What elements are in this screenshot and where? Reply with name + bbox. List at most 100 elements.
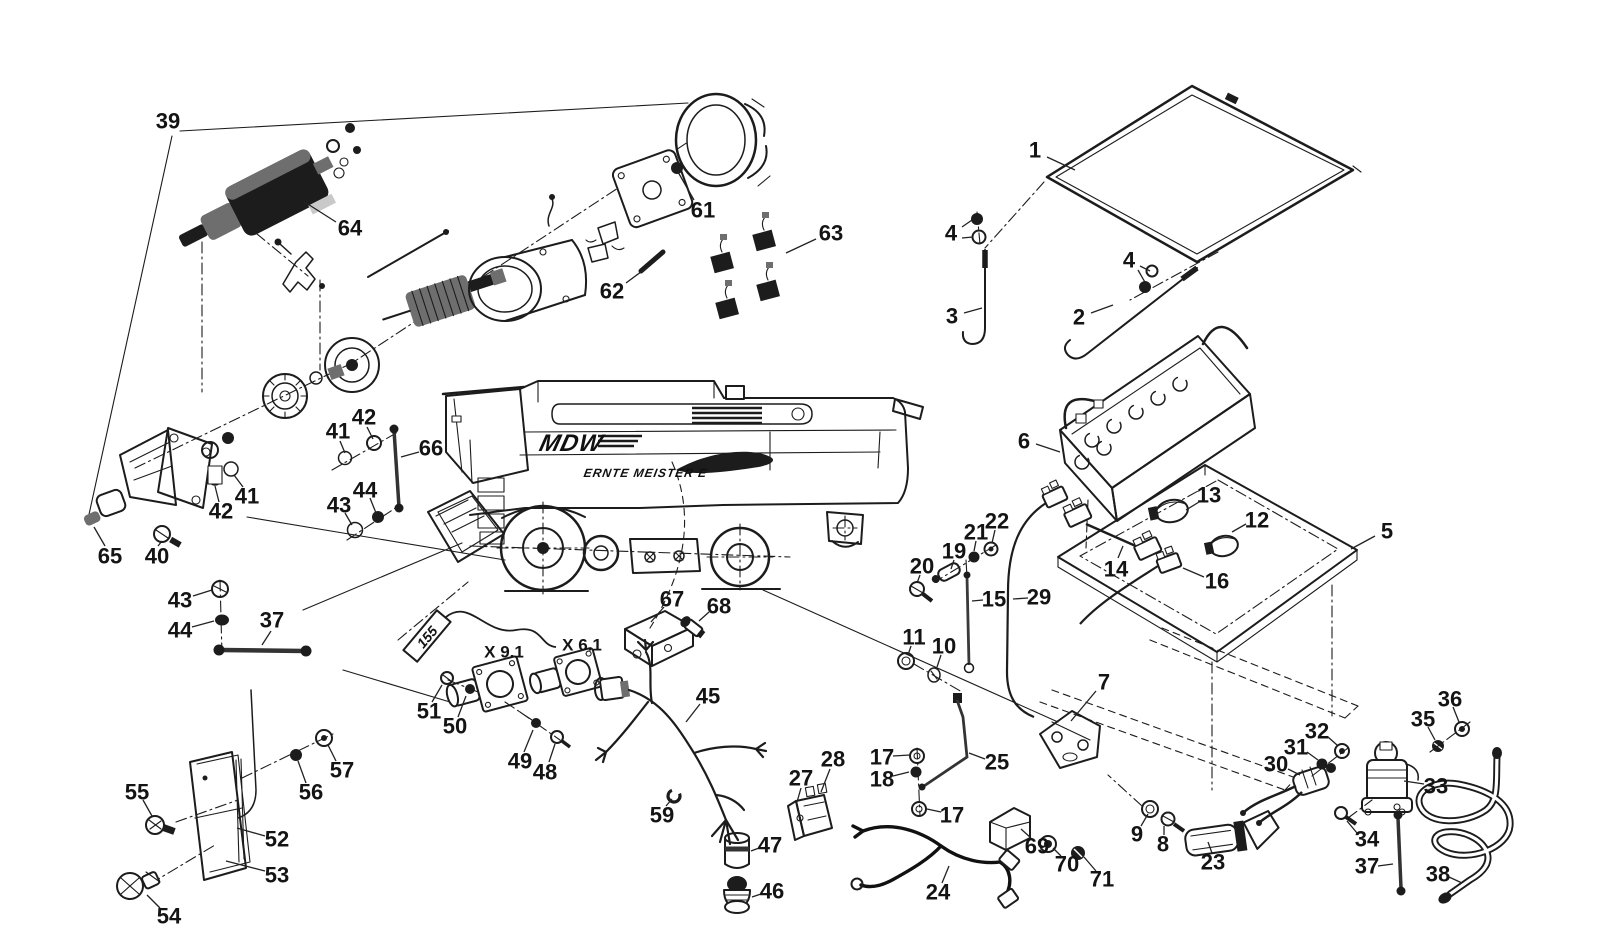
part-label-44: 44 bbox=[353, 478, 378, 503]
part-label-13: 13 bbox=[1197, 483, 1221, 508]
part-label-9: 9 bbox=[1131, 822, 1143, 847]
part-label-43: 43 bbox=[168, 588, 192, 613]
brush-rigging bbox=[587, 221, 619, 263]
leader-line-4 bbox=[961, 219, 973, 228]
part-label-50: 50 bbox=[443, 714, 467, 739]
part-label-22: 22 bbox=[985, 509, 1009, 534]
part-label-41: 41 bbox=[235, 484, 259, 509]
sensor-23 bbox=[1184, 809, 1280, 857]
leader-line-41 bbox=[339, 440, 346, 454]
leader-line-34 bbox=[1346, 820, 1358, 834]
part-label-46: 46 bbox=[760, 879, 784, 904]
part-label-20: 20 bbox=[910, 554, 934, 579]
leader-line-54 bbox=[146, 894, 161, 909]
leader-line-3 bbox=[963, 307, 983, 314]
starter-exploded-view bbox=[83, 92, 780, 548]
panel-group bbox=[116, 689, 336, 900]
leader-line-53 bbox=[225, 860, 266, 872]
leader-line-12 bbox=[1231, 523, 1247, 533]
leader-line-62 bbox=[625, 265, 650, 284]
shift-fork bbox=[282, 251, 316, 293]
bent-rod bbox=[237, 689, 257, 819]
part-label-29: 29 bbox=[1027, 585, 1051, 610]
leader-line-24 bbox=[941, 865, 950, 884]
combine-harvester bbox=[427, 380, 924, 595]
leader-line-18 bbox=[892, 771, 910, 777]
leader-line-57 bbox=[327, 744, 337, 762]
leader-line-14 bbox=[1117, 545, 1124, 559]
leader-line-66 bbox=[400, 451, 420, 458]
part-label-55: 55 bbox=[125, 780, 149, 805]
leader-line-59 bbox=[665, 798, 673, 807]
annotation-x-6.1: X 6.1 bbox=[562, 636, 602, 655]
construction-lines bbox=[87, 102, 1059, 723]
leader-line-16 bbox=[1182, 567, 1205, 578]
rod-25-group bbox=[909, 693, 969, 817]
leader-line-35 bbox=[1427, 726, 1436, 741]
part-label-35: 35 bbox=[1411, 707, 1435, 732]
leader-line-37 bbox=[1377, 863, 1394, 867]
coiled-hose bbox=[1415, 747, 1514, 904]
part-label-39: 39 bbox=[156, 109, 180, 134]
leader-line-1 bbox=[1046, 156, 1076, 171]
part-label-5: 5 bbox=[1381, 519, 1393, 544]
part-label-6: 6 bbox=[1018, 429, 1030, 454]
connector-x61 bbox=[529, 647, 603, 697]
part-label-63: 63 bbox=[819, 221, 843, 246]
leader-line-5 bbox=[1350, 535, 1376, 550]
part-label-8: 8 bbox=[1157, 832, 1169, 857]
part-label-37: 37 bbox=[1355, 854, 1379, 879]
part-label-17: 17 bbox=[870, 745, 894, 770]
sensor-switch-group bbox=[989, 743, 1350, 860]
hose-clamp-12 bbox=[1203, 534, 1239, 558]
sticker-155 bbox=[402, 609, 452, 663]
part-label-23: 23 bbox=[1201, 850, 1225, 875]
leader-line-37 bbox=[261, 630, 272, 646]
armature bbox=[382, 268, 507, 327]
through-bolt bbox=[367, 230, 449, 278]
rod-37-left bbox=[211, 579, 312, 657]
part-label-12: 12 bbox=[1245, 508, 1269, 533]
pump-group bbox=[1334, 721, 1514, 904]
leader-line-42 bbox=[214, 485, 220, 503]
part-label-57: 57 bbox=[330, 758, 354, 783]
part-label-43: 43 bbox=[327, 493, 351, 518]
cable-24 bbox=[850, 824, 1021, 909]
leader-line-67 bbox=[650, 606, 665, 623]
part-label-65: 65 bbox=[98, 544, 122, 569]
leader-line-36 bbox=[1452, 706, 1460, 723]
part-label-42: 42 bbox=[352, 405, 376, 430]
rod-66-hardware bbox=[331, 424, 404, 541]
leader-line-4 bbox=[1137, 269, 1147, 285]
j-bolt-3 bbox=[961, 249, 986, 345]
part-label-62: 62 bbox=[600, 279, 624, 304]
model-name-text: ERNTE MEISTER E bbox=[583, 466, 709, 480]
connector-x91 bbox=[445, 655, 529, 713]
panel-plate bbox=[189, 751, 247, 881]
part-label-1: 1 bbox=[1029, 138, 1041, 163]
leader-line-44 bbox=[191, 620, 215, 628]
leader-line-10 bbox=[936, 654, 942, 668]
part-label-40: 40 bbox=[145, 544, 169, 569]
part-label-7: 7 bbox=[1098, 670, 1110, 695]
leader-line-70 bbox=[1052, 847, 1062, 857]
leader-line-41 bbox=[233, 474, 244, 488]
part-label-45: 45 bbox=[696, 684, 720, 709]
leader-line-42 bbox=[366, 426, 374, 440]
j-bolt-2 bbox=[1064, 267, 1198, 360]
leader-line-50 bbox=[457, 695, 467, 718]
part-label-33: 33 bbox=[1424, 774, 1448, 799]
leader-line-44 bbox=[369, 497, 377, 514]
leader-line-45 bbox=[685, 703, 701, 723]
cable-14 bbox=[1062, 497, 1163, 561]
part-label-41: 41 bbox=[326, 419, 350, 444]
part-label-52: 52 bbox=[265, 827, 289, 852]
leader-line-47 bbox=[750, 847, 760, 852]
leader-line-27 bbox=[796, 787, 802, 803]
connector-group bbox=[402, 609, 603, 749]
part-label-53: 53 bbox=[265, 863, 289, 888]
part-label-51: 51 bbox=[417, 699, 441, 724]
